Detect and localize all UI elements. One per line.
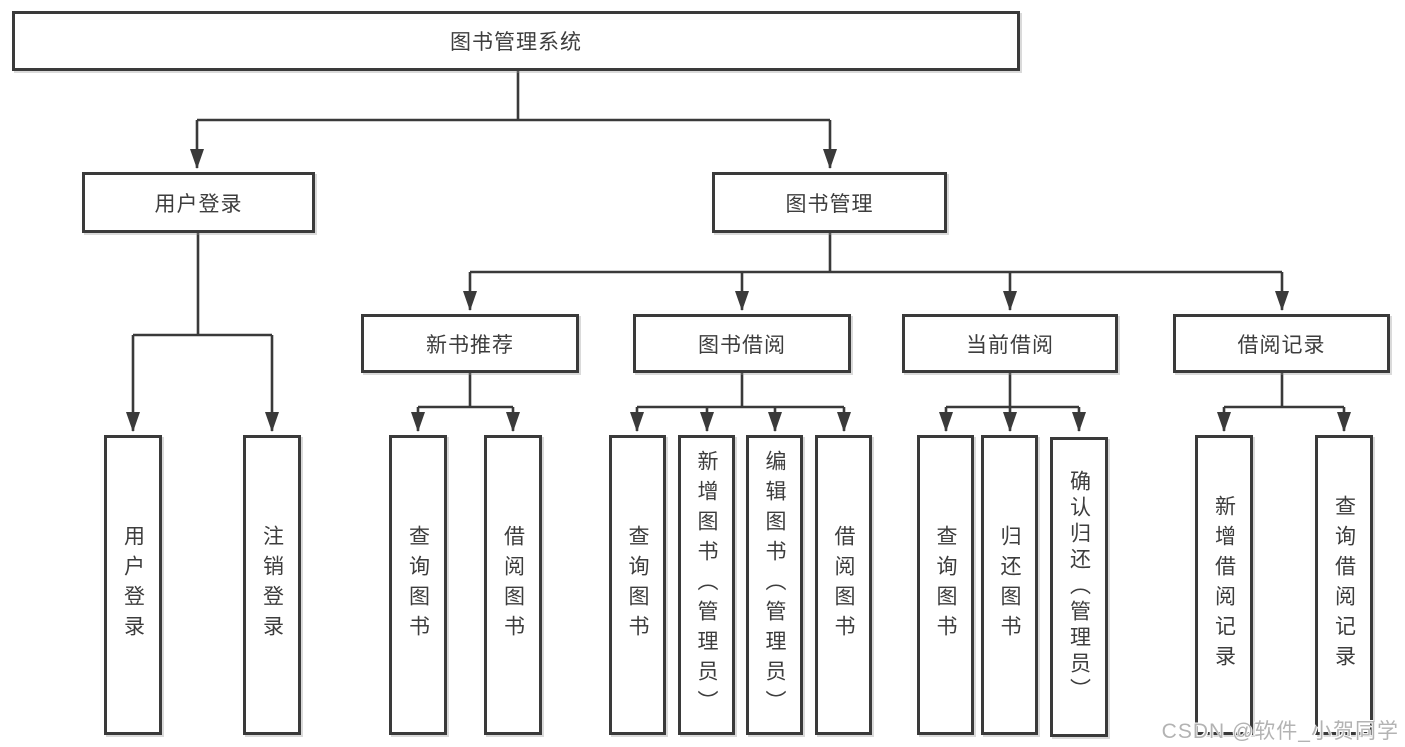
node-leaf-br-query-label: 查询借阅记录	[1332, 495, 1356, 675]
node-book-borrow-label: 图书借阅	[698, 333, 786, 357]
node-leaf-bb-borrow: 借阅图书	[815, 435, 872, 735]
csdn-watermark: CSDN @软件_小贺同学	[1161, 720, 1399, 743]
node-leaf-bb-add-label: 新增图书（管理员）	[695, 450, 718, 720]
node-leaf-nbr-borrow-label: 借阅图书	[501, 525, 525, 645]
node-borrow-record-label: 借阅记录	[1237, 333, 1326, 357]
node-leaf-cb-return-label: 归还图书	[998, 525, 1021, 645]
node-leaf-nbr-query: 查询图书	[389, 435, 447, 735]
node-leaf-bb-borrow-label: 借阅图书	[832, 525, 855, 645]
node-root-label: 图书管理系统	[450, 31, 582, 54]
node-leaf-bb-edit: 编辑图书（管理员）	[746, 435, 803, 735]
edge-group	[126, 71, 1351, 432]
node-new-book-rec-label: 新书推荐	[426, 333, 514, 357]
node-current-borrow: 当前借阅	[902, 314, 1118, 373]
node-leaf-logout-label: 注销登录	[260, 525, 284, 645]
node-leaf-br-add: 新增借阅记录	[1195, 435, 1253, 735]
node-book-borrow: 图书借阅	[633, 314, 851, 373]
node-book-mgmt: 图书管理	[712, 172, 947, 233]
node-current-borrow-label: 当前借阅	[966, 333, 1054, 357]
node-leaf-br-query: 查询借阅记录	[1315, 435, 1373, 735]
node-leaf-user-login-label: 用户登录	[121, 525, 145, 645]
node-leaf-logout: 注销登录	[243, 435, 301, 735]
node-leaf-cb-query: 查询图书	[917, 435, 974, 735]
node-new-book-rec: 新书推荐	[361, 314, 579, 373]
node-book-mgmt-label: 图书管理	[785, 192, 874, 216]
node-leaf-bb-edit-label: 编辑图书（管理员）	[763, 450, 786, 720]
node-leaf-bb-add: 新增图书（管理员）	[678, 435, 735, 735]
node-leaf-nbr-query-label: 查询图书	[406, 525, 430, 645]
node-leaf-bb-query: 查询图书	[609, 435, 666, 735]
node-borrow-record: 借阅记录	[1173, 314, 1390, 373]
node-leaf-cb-confirm-label: 确认归还（管理员）	[1067, 470, 1091, 704]
node-leaf-br-add-label: 新增借阅记录	[1212, 495, 1236, 675]
node-leaf-user-login: 用户登录	[104, 435, 162, 735]
node-leaf-cb-confirm: 确认归还（管理员）	[1050, 437, 1108, 737]
node-leaf-nbr-borrow: 借阅图书	[484, 435, 542, 735]
node-leaf-cb-query-label: 查询图书	[934, 525, 957, 645]
node-leaf-bb-query-label: 查询图书	[626, 525, 649, 645]
node-user-login-branch-label: 用户登录	[154, 192, 243, 216]
node-root: 图书管理系统	[12, 11, 1020, 71]
node-user-login-branch: 用户登录	[82, 172, 315, 233]
node-leaf-cb-return: 归还图书	[981, 435, 1038, 735]
